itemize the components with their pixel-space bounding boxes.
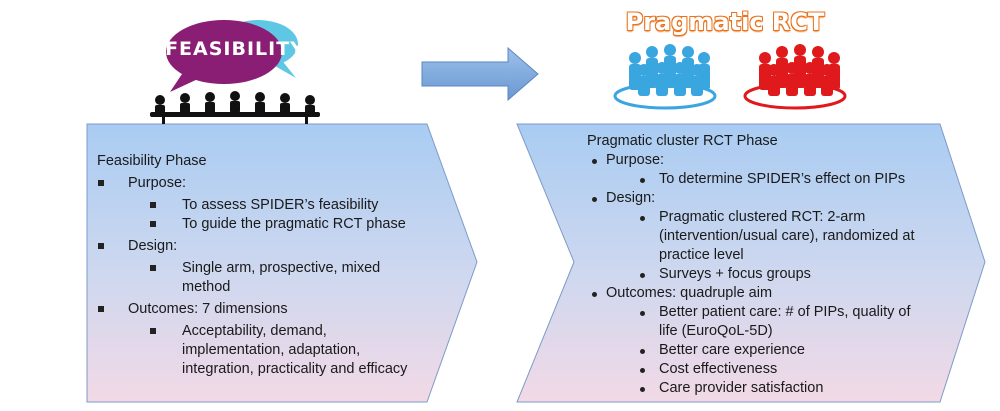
blue-crowd-icon [613, 44, 717, 110]
bullet-square [150, 328, 156, 334]
bullet-dot [640, 311, 645, 316]
bullet-dot [592, 159, 597, 164]
bullet-dot [592, 292, 597, 297]
feasibility-design-label: Design: [128, 238, 178, 254]
bullet-dot [640, 349, 645, 354]
feasibility-badge-label: FEASIBILITY [165, 38, 305, 60]
bullet-square [98, 306, 104, 312]
red-crowd-icon [743, 44, 847, 110]
pragmatic-rct-title: Pragmatic RCT [625, 8, 825, 36]
rct-design-item: Surveys + focus groups [659, 266, 811, 282]
rct-outcomes-label: Outcomes: quadruple aim [606, 285, 773, 301]
feasibility-outcomes-item: Acceptability, demand, implementation, a… [182, 323, 408, 377]
transition-arrow [421, 46, 539, 102]
rct-design-item: Pragmatic clustered RCT: 2-arm (interven… [659, 209, 915, 263]
rct-outcomes-item: Care provider satisfaction [659, 380, 824, 396]
feasibility-purpose-item: To assess SPIDER’s feasibility [182, 197, 379, 213]
bullet-dot [592, 197, 597, 202]
rct-purpose-item: To determine SPIDER’s effect on PIPs [659, 171, 906, 187]
rct-design-label: Design: [606, 190, 656, 206]
feasibility-outcomes-label: Outcomes: 7 dimensions [128, 301, 288, 317]
feasibility-purpose-label: Purpose: [128, 175, 187, 191]
rct-outcomes-item: Cost effectiveness [659, 361, 778, 377]
meeting-silhouette-icon [150, 91, 320, 124]
bullet-square [98, 243, 104, 249]
feasibility-design-item: Single arm, prospective, mixed method [182, 260, 381, 295]
feasibility-bubble-icon [166, 20, 298, 92]
rct-purpose-label: Purpose: [606, 152, 665, 168]
bullet-square [150, 221, 156, 227]
rct-outcomes-item: Better care experience [659, 342, 805, 358]
bullet-square [150, 202, 156, 208]
bullet-dot [640, 387, 645, 392]
bullet-square [150, 265, 156, 271]
bullet-dot [640, 216, 645, 221]
bullet-dot [640, 368, 645, 373]
rct-outcomes-item: Better patient care: # of PIPs, quality … [659, 304, 911, 339]
bullet-dot [640, 273, 645, 278]
rct-chevron [516, 123, 986, 403]
bullet-dot [640, 178, 645, 183]
feasibility-chevron [86, 123, 478, 403]
bullet-square [98, 180, 104, 186]
feasibility-phase-heading: Feasibility Phase [97, 153, 207, 169]
rct-phase-heading: Pragmatic cluster RCT Phase [587, 133, 778, 149]
feasibility-purpose-item: To guide the pragmatic RCT phase [182, 216, 406, 232]
